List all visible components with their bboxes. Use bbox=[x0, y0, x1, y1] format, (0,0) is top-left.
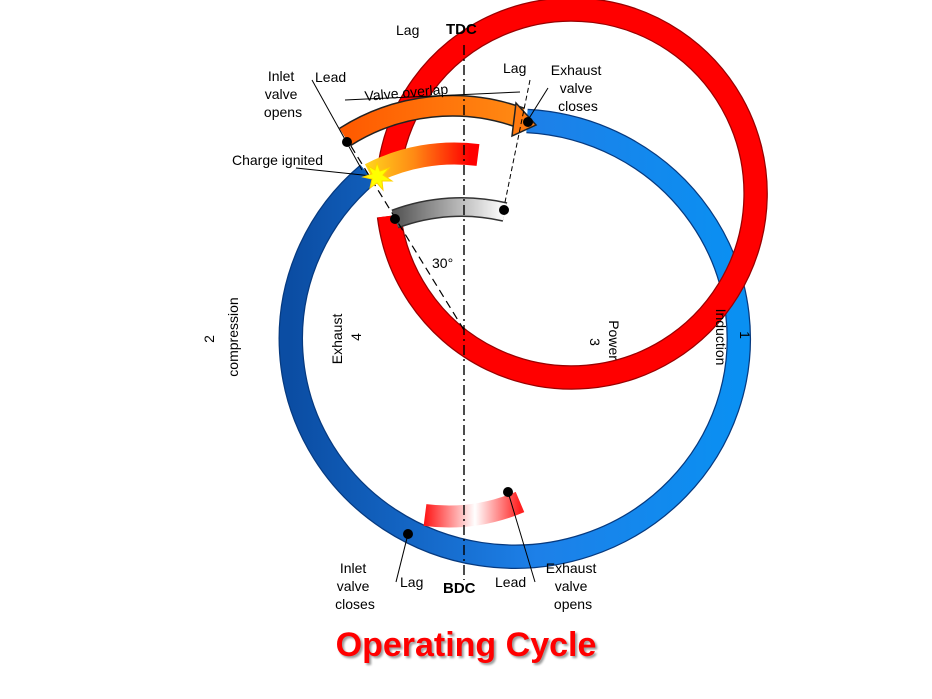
valve-overlap-label: Valve overlap bbox=[364, 81, 449, 104]
ignition-segment bbox=[364, 142, 480, 184]
valve-overlap-band-fill bbox=[339, 96, 525, 146]
exhaust-closes-dot bbox=[523, 117, 533, 127]
inlet-closes-label: Inlet valve closes bbox=[335, 560, 375, 612]
induction-compression-arc-fill bbox=[279, 110, 750, 568]
lag-bottom-label: Lag bbox=[400, 574, 423, 590]
compression-stroke-label: 2 compression bbox=[201, 297, 241, 376]
lead-top-label: Lead bbox=[315, 69, 346, 85]
inlet-opens-dot bbox=[342, 137, 352, 147]
bdc-label: BDC bbox=[443, 580, 476, 597]
exhaust-opens-segment bbox=[423, 491, 525, 528]
lag-top-right-label: Lag bbox=[503, 60, 526, 76]
exhaust-return-arc-fill bbox=[392, 198, 507, 228]
exhaust-closes-label: Exhaust valve closes bbox=[551, 62, 605, 114]
exhaust-return-end-dot bbox=[390, 214, 400, 224]
power-exhaust-arc-fill bbox=[378, 0, 767, 389]
exhaust-closes-leader bbox=[527, 87, 549, 121]
exhaust-opens-leader bbox=[507, 491, 536, 583]
charge-ignited-label: Charge ignited bbox=[232, 152, 323, 168]
power-stroke-label: Power 3 bbox=[587, 320, 622, 364]
inlet-opens-label: Inlet valve opens bbox=[264, 68, 302, 120]
lead-bottom-label: Lead bbox=[495, 574, 526, 590]
spark-icon bbox=[361, 161, 394, 192]
induction-stroke-label: 1 Induction bbox=[713, 309, 753, 366]
tdc-label: TDC bbox=[446, 21, 477, 38]
exhaust-opens-dot bbox=[503, 487, 513, 497]
lag-top-label: Lag bbox=[396, 22, 419, 38]
exhaust-stroke-label: Exhaust 4 bbox=[329, 310, 364, 364]
inlet-closes-dot bbox=[403, 529, 413, 539]
valve-overlap-dimension bbox=[344, 91, 521, 101]
angle-line bbox=[345, 137, 465, 331]
angle-label: 30° bbox=[432, 255, 453, 271]
lag-top-right-leader bbox=[502, 79, 531, 213]
inlet-closes-leader bbox=[395, 533, 409, 583]
exhaust-return-start-dot bbox=[499, 205, 509, 215]
charge-ignited-leader bbox=[295, 167, 373, 177]
lead-top-leader bbox=[311, 79, 363, 171]
exhaust-opens-label: Exhaust valve opens bbox=[546, 560, 600, 612]
page-title: Operating Cycle bbox=[335, 626, 597, 664]
